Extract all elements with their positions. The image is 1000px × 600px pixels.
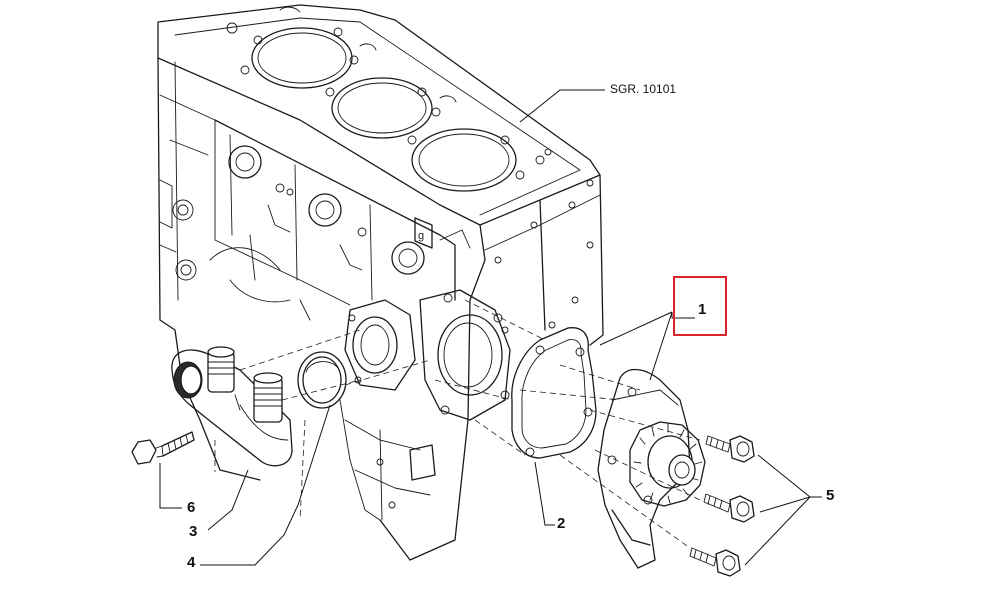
part-2-gasket (511, 327, 597, 459)
part-5-bolts (689, 435, 755, 577)
svg-text:g: g (418, 230, 424, 242)
assembly-axes (214, 299, 701, 549)
callout-3-label: 3 (189, 523, 198, 540)
reference-label: SGR. 10101 (610, 82, 677, 96)
callout-6-label: 6 (187, 499, 196, 516)
engine-block: g (157, 4, 604, 561)
callout-1-label: 1 (698, 301, 707, 318)
callout-1-highlight-box (673, 276, 727, 336)
part-3-coolant-elbow (171, 346, 293, 467)
leader-lines (159, 89, 822, 566)
part-4-o-ring (297, 351, 347, 409)
callout-2-label: 2 (557, 515, 566, 532)
callout-5-label: 5 (826, 487, 835, 504)
part-6-bolt (131, 431, 195, 465)
callout-4-label: 4 (187, 554, 196, 571)
part-1-water-pump (597, 368, 706, 569)
